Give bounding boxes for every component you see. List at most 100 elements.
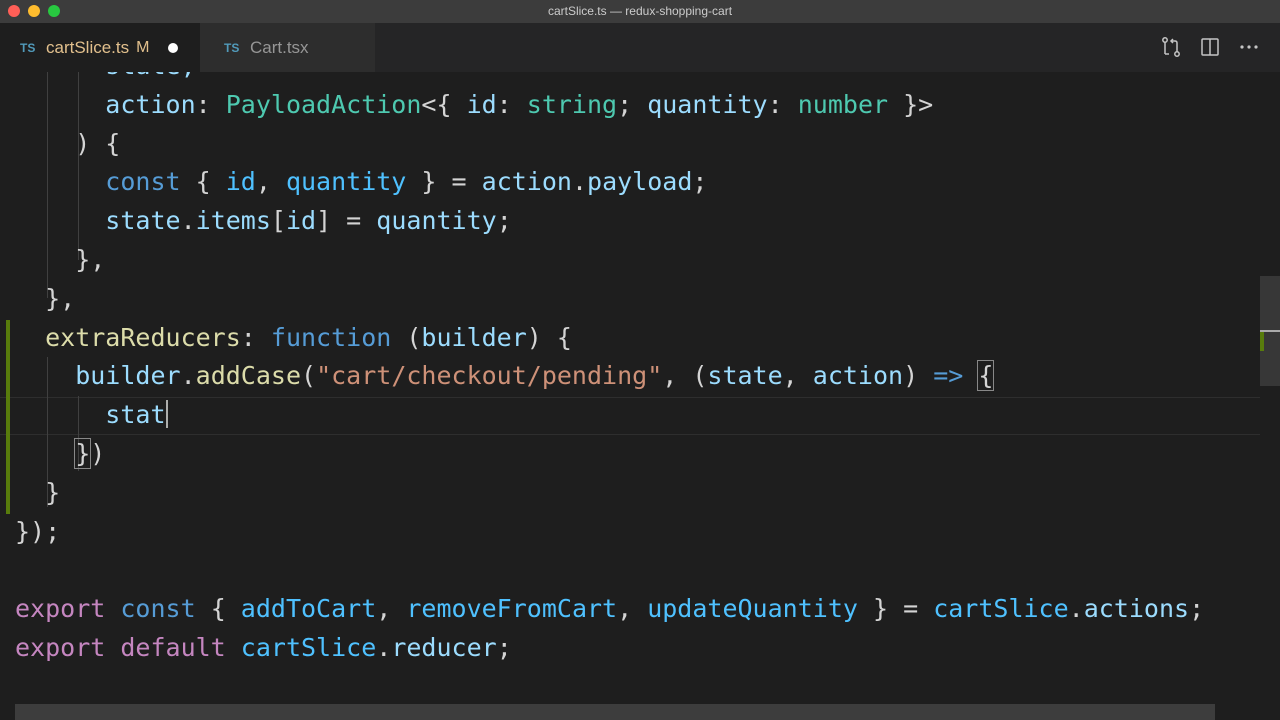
code-token <box>105 594 120 623</box>
modified-lines-gutter-marker <box>6 320 10 514</box>
code-token: addCase <box>195 361 301 391</box>
editor-actions <box>1160 36 1260 58</box>
code-token <box>105 633 120 662</box>
overview-ruler-modified-marker <box>1260 331 1280 351</box>
code-line[interactable]: export default cartSlice.reducer; <box>15 629 1204 668</box>
code-token: id <box>225 167 256 197</box>
code-token: export <box>15 632 106 662</box>
code-line[interactable]: }, <box>15 280 1204 319</box>
code-token: const <box>120 594 196 624</box>
title-bar: cartSlice.ts — redux-shopping-cart <box>0 0 1280 23</box>
code-token: id <box>466 89 497 119</box>
code-lines[interactable]: state, action: PayloadAction<{ id: strin… <box>15 72 1204 668</box>
code-editor[interactable]: state, action: PayloadAction<{ id: strin… <box>0 72 1280 720</box>
minimize-window-button[interactable] <box>28 5 40 17</box>
code-token: removeFromCart <box>406 594 618 624</box>
code-line[interactable]: stat <box>15 396 1204 435</box>
code-token: updateQuantity <box>647 594 858 624</box>
indent-guide <box>78 72 79 260</box>
code-token: PayloadAction <box>225 89 422 119</box>
code-token: }, <box>15 283 76 313</box>
overview-ruler-cursor-marker <box>1260 330 1280 332</box>
code-token: <{ <box>421 89 467 119</box>
code-token: }> <box>888 89 934 119</box>
code-token: payload <box>587 167 693 197</box>
code-token: . <box>180 361 196 391</box>
tab-label: Cart.tsx <box>250 37 309 57</box>
code-line[interactable]: state, <box>15 72 1204 86</box>
code-token: number <box>797 89 889 119</box>
code-line[interactable]: extraReducers: function (builder) { <box>15 319 1204 358</box>
code-token: action <box>812 361 904 391</box>
indent-guide <box>47 72 48 298</box>
matching-bracket: { <box>977 360 995 392</box>
code-token: quantity <box>647 89 768 119</box>
code-token: default <box>120 632 226 662</box>
code-line[interactable]: const { id, quantity } = action.payload; <box>15 163 1204 202</box>
horizontal-scrollbar[interactable] <box>15 704 1215 720</box>
typescript-file-icon: TS <box>224 40 240 55</box>
code-token: , <box>376 594 407 624</box>
code-token: ; <box>617 89 648 119</box>
code-token: { <box>195 594 241 624</box>
tab-cart-tsx[interactable]: TS Cart.tsx <box>200 23 375 72</box>
code-line[interactable]: action: PayloadAction<{ id: string; quan… <box>15 86 1204 125</box>
vertical-scrollbar[interactable] <box>1260 72 1280 720</box>
code-line[interactable]: state.items[id] = quantity; <box>15 202 1204 241</box>
typescript-file-icon: TS <box>20 40 36 55</box>
open-changes-icon[interactable] <box>1160 36 1182 58</box>
code-token: action <box>481 167 572 197</box>
code-token: extraReducers <box>15 322 241 352</box>
code-line[interactable]: }); <box>15 513 1204 552</box>
code-token: cartSlice <box>933 594 1069 624</box>
code-token: actions <box>1083 594 1190 624</box>
maximize-window-button[interactable] <box>48 5 60 17</box>
code-token: ; <box>1189 594 1205 624</box>
code-token: => <box>933 361 964 391</box>
code-token: ) <box>90 438 106 468</box>
code-token: "cart/checkout/pending" <box>316 361 663 391</box>
code-token: string <box>526 89 618 119</box>
close-window-button[interactable] <box>8 5 20 17</box>
code-token: } = <box>406 167 482 197</box>
code-token: quantity <box>376 206 497 236</box>
code-token: addToCart <box>240 594 377 624</box>
code-token: , <box>782 361 813 391</box>
code-token: items <box>195 206 271 236</box>
code-token <box>15 439 75 468</box>
code-line[interactable]: }, <box>15 241 1204 280</box>
matching-bracket: } <box>74 437 92 469</box>
code-token: action <box>15 89 196 119</box>
more-actions-icon[interactable] <box>1238 36 1260 58</box>
code-token: stat <box>15 400 166 430</box>
code-line[interactable] <box>15 551 1204 590</box>
code-token: ( <box>301 361 317 391</box>
text-cursor <box>165 400 168 429</box>
code-token: ) { <box>526 322 572 352</box>
split-editor-icon[interactable] <box>1199 36 1221 58</box>
code-token: ; <box>496 206 512 236</box>
code-token: state <box>707 361 783 391</box>
indent-guide <box>47 357 48 507</box>
code-token: : <box>496 89 527 119</box>
code-token: id <box>285 206 317 236</box>
code-line[interactable]: builder.addCase("cart/checkout/pending",… <box>15 357 1204 396</box>
window-title: cartSlice.ts — redux-shopping-cart <box>547 4 733 18</box>
code-line[interactable]: ) { <box>15 125 1204 164</box>
code-token: quantity <box>285 167 407 197</box>
code-token: { <box>180 167 226 197</box>
code-line[interactable]: export const { addToCart, removeFromCart… <box>15 590 1204 629</box>
code-token: function <box>270 322 392 352</box>
code-line[interactable]: } <box>15 474 1204 513</box>
code-token: : <box>195 89 226 119</box>
code-token: builder <box>421 322 527 352</box>
tab-label: cartSlice.ts <box>46 37 130 57</box>
code-line[interactable]: }) <box>15 435 1204 474</box>
unsaved-changes-dot-icon[interactable] <box>168 42 179 53</box>
code-token: }, <box>15 244 106 274</box>
code-token: . <box>376 632 392 662</box>
code-token: ) { <box>15 128 121 158</box>
tab-cartslice-ts[interactable]: TS cartSlice.ts M <box>0 23 200 72</box>
git-modified-badge: M <box>136 38 150 56</box>
